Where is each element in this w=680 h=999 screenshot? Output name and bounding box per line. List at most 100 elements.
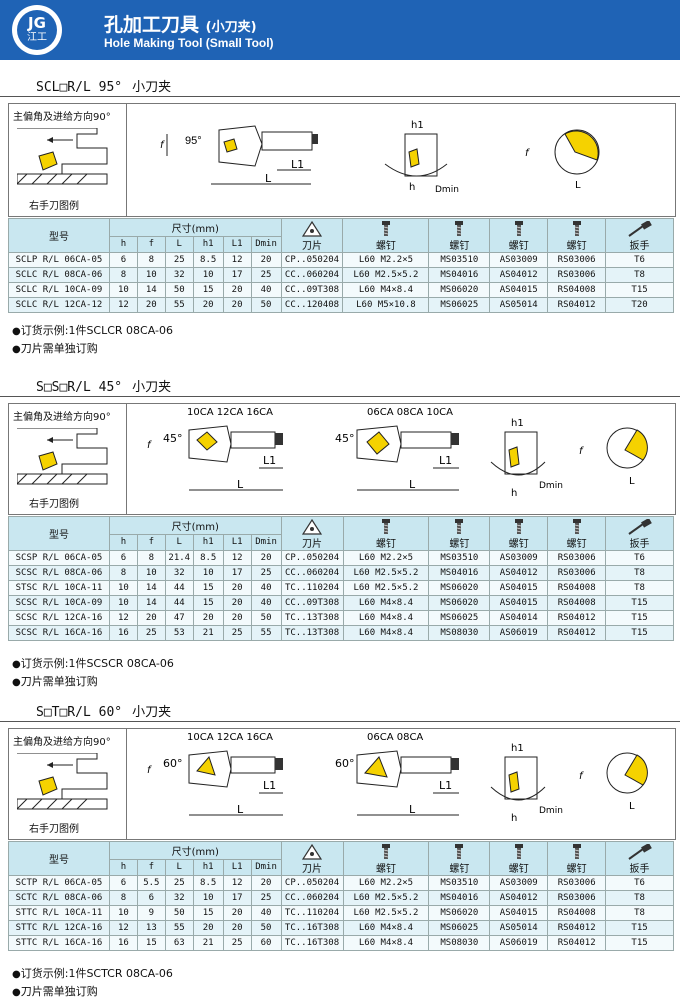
- table-cell: RS04008: [547, 580, 607, 596]
- table-cell: 10: [136, 565, 166, 581]
- table-cell: 8: [136, 252, 166, 268]
- col-h1: h1: [192, 235, 224, 254]
- table-cell: MS06020: [428, 595, 491, 611]
- table-cell: 10: [108, 905, 138, 921]
- table-cell: CP..050204: [280, 550, 344, 566]
- sizes-label-a: 10CA 12CA 16CA: [187, 732, 273, 743]
- table-cell: CP..050204: [280, 875, 344, 891]
- table-cell: 8: [108, 890, 138, 906]
- table-cell: 44: [164, 595, 194, 611]
- table-cell: 16: [108, 935, 138, 951]
- insert-order-note: ●刀片需单独订购: [12, 985, 98, 998]
- table-cell: CP..050204: [280, 252, 344, 268]
- table-cell: 25: [250, 267, 282, 283]
- table-cell: CC..09T308: [280, 595, 344, 611]
- table-cell: MS06020: [428, 905, 491, 921]
- col-dims: 尺寸(mm): [108, 516, 282, 535]
- table-cell: 8: [108, 565, 138, 581]
- example-caption-bottom: 右手刀图例: [29, 201, 79, 212]
- table-cell: 10: [108, 580, 138, 596]
- table-cell: L60 M2.5×5.2: [342, 890, 430, 906]
- dim-angle-a: 45°: [163, 432, 183, 445]
- table-cell: AS04015: [489, 595, 549, 611]
- example-caption-bottom: 右手刀图例: [29, 824, 79, 835]
- table-cell: T6: [605, 875, 674, 891]
- dim-L1: L1: [291, 158, 304, 171]
- table-cell: 55: [250, 625, 282, 641]
- table-cell: RS03006: [547, 252, 607, 268]
- table-cell: 15: [192, 282, 224, 298]
- col-L1: L1: [222, 533, 252, 552]
- table-cell: MS08030: [428, 625, 491, 641]
- insert-detail: [554, 129, 600, 175]
- table-cell: MS04016: [428, 565, 491, 581]
- dim-angle: 95°: [185, 135, 202, 147]
- col-screw-4: 螺钉: [547, 841, 607, 876]
- table-cell: SCSC R/L 16CA-16: [8, 625, 110, 641]
- table-cell: 8.5: [192, 550, 224, 566]
- table-cell: SCSC R/L 10CA-09: [8, 595, 110, 611]
- table-cell: AS04012: [489, 267, 549, 283]
- table-cell: 13: [136, 920, 166, 936]
- screw-icon: [572, 519, 581, 534]
- col-h: h: [108, 858, 138, 877]
- table-cell: STTC R/L 10CA-11: [8, 905, 110, 921]
- table-cell: 12: [222, 550, 252, 566]
- table-cell: 25: [222, 625, 252, 641]
- section-title-code: SCL□R/L 95°: [36, 80, 123, 95]
- col-screw-1: 螺钉: [342, 218, 430, 253]
- table-cell: 20: [222, 595, 252, 611]
- dim-L-a: L: [237, 803, 244, 816]
- table-cell: 53: [164, 625, 194, 641]
- table-cell: SCSC R/L 08CA-06: [8, 565, 110, 581]
- holder-b: [356, 425, 459, 491]
- table-cell: RS03006: [547, 890, 607, 906]
- dim-L-a: L: [237, 478, 244, 491]
- logo-subtext: 江工: [27, 32, 47, 43]
- screw-icon: [514, 221, 523, 236]
- table-cell: 8.5: [192, 252, 224, 268]
- table-cell: 50: [164, 282, 194, 298]
- table-cell: L60 M4×8.4: [342, 282, 430, 298]
- table-cell: 12: [108, 610, 138, 626]
- table-cell: L60 M4×8.4: [342, 595, 430, 611]
- table-cell: 47: [164, 610, 194, 626]
- table-cell: 20: [222, 610, 252, 626]
- col-insert: 刀片: [280, 516, 344, 551]
- table-cell: 20: [136, 297, 166, 313]
- table-cell: T20: [605, 297, 674, 313]
- table-cell: TC..110204: [280, 580, 344, 596]
- order-example-note: ●订货示例:1件SCLCR 08CA-06: [12, 324, 173, 337]
- table-cell: 10: [192, 565, 224, 581]
- table-cell: 50: [250, 610, 282, 626]
- table-cell: 40: [250, 905, 282, 921]
- dim-f2: f: [579, 771, 584, 782]
- table-cell: MS03510: [428, 875, 491, 891]
- insert-triangle-icon: [302, 844, 323, 860]
- screw-icon: [572, 221, 581, 236]
- table-cell: 40: [250, 595, 282, 611]
- table-cell: CC..060204: [280, 890, 344, 906]
- screw-icon: [381, 519, 390, 534]
- table-cell: AS05014: [489, 297, 549, 313]
- header-banner: JG 江工 孔加工刀具 (小刀夹) Hole Making Tool (Smal…: [0, 0, 680, 60]
- table-cell: T15: [605, 920, 674, 936]
- table-cell: 20: [136, 610, 166, 626]
- table-cell: 25: [222, 935, 252, 951]
- dim-L1-a: L1: [263, 454, 276, 467]
- col-screw-2: 螺钉: [428, 841, 491, 876]
- table-cell: STSC R/L 10CA-11: [8, 580, 110, 596]
- table-cell: 40: [250, 580, 282, 596]
- table-cell: L60 M2.2×5: [342, 550, 430, 566]
- insert-detail: [606, 427, 648, 469]
- table-cell: 15: [192, 905, 224, 921]
- table-cell: 10: [136, 267, 166, 283]
